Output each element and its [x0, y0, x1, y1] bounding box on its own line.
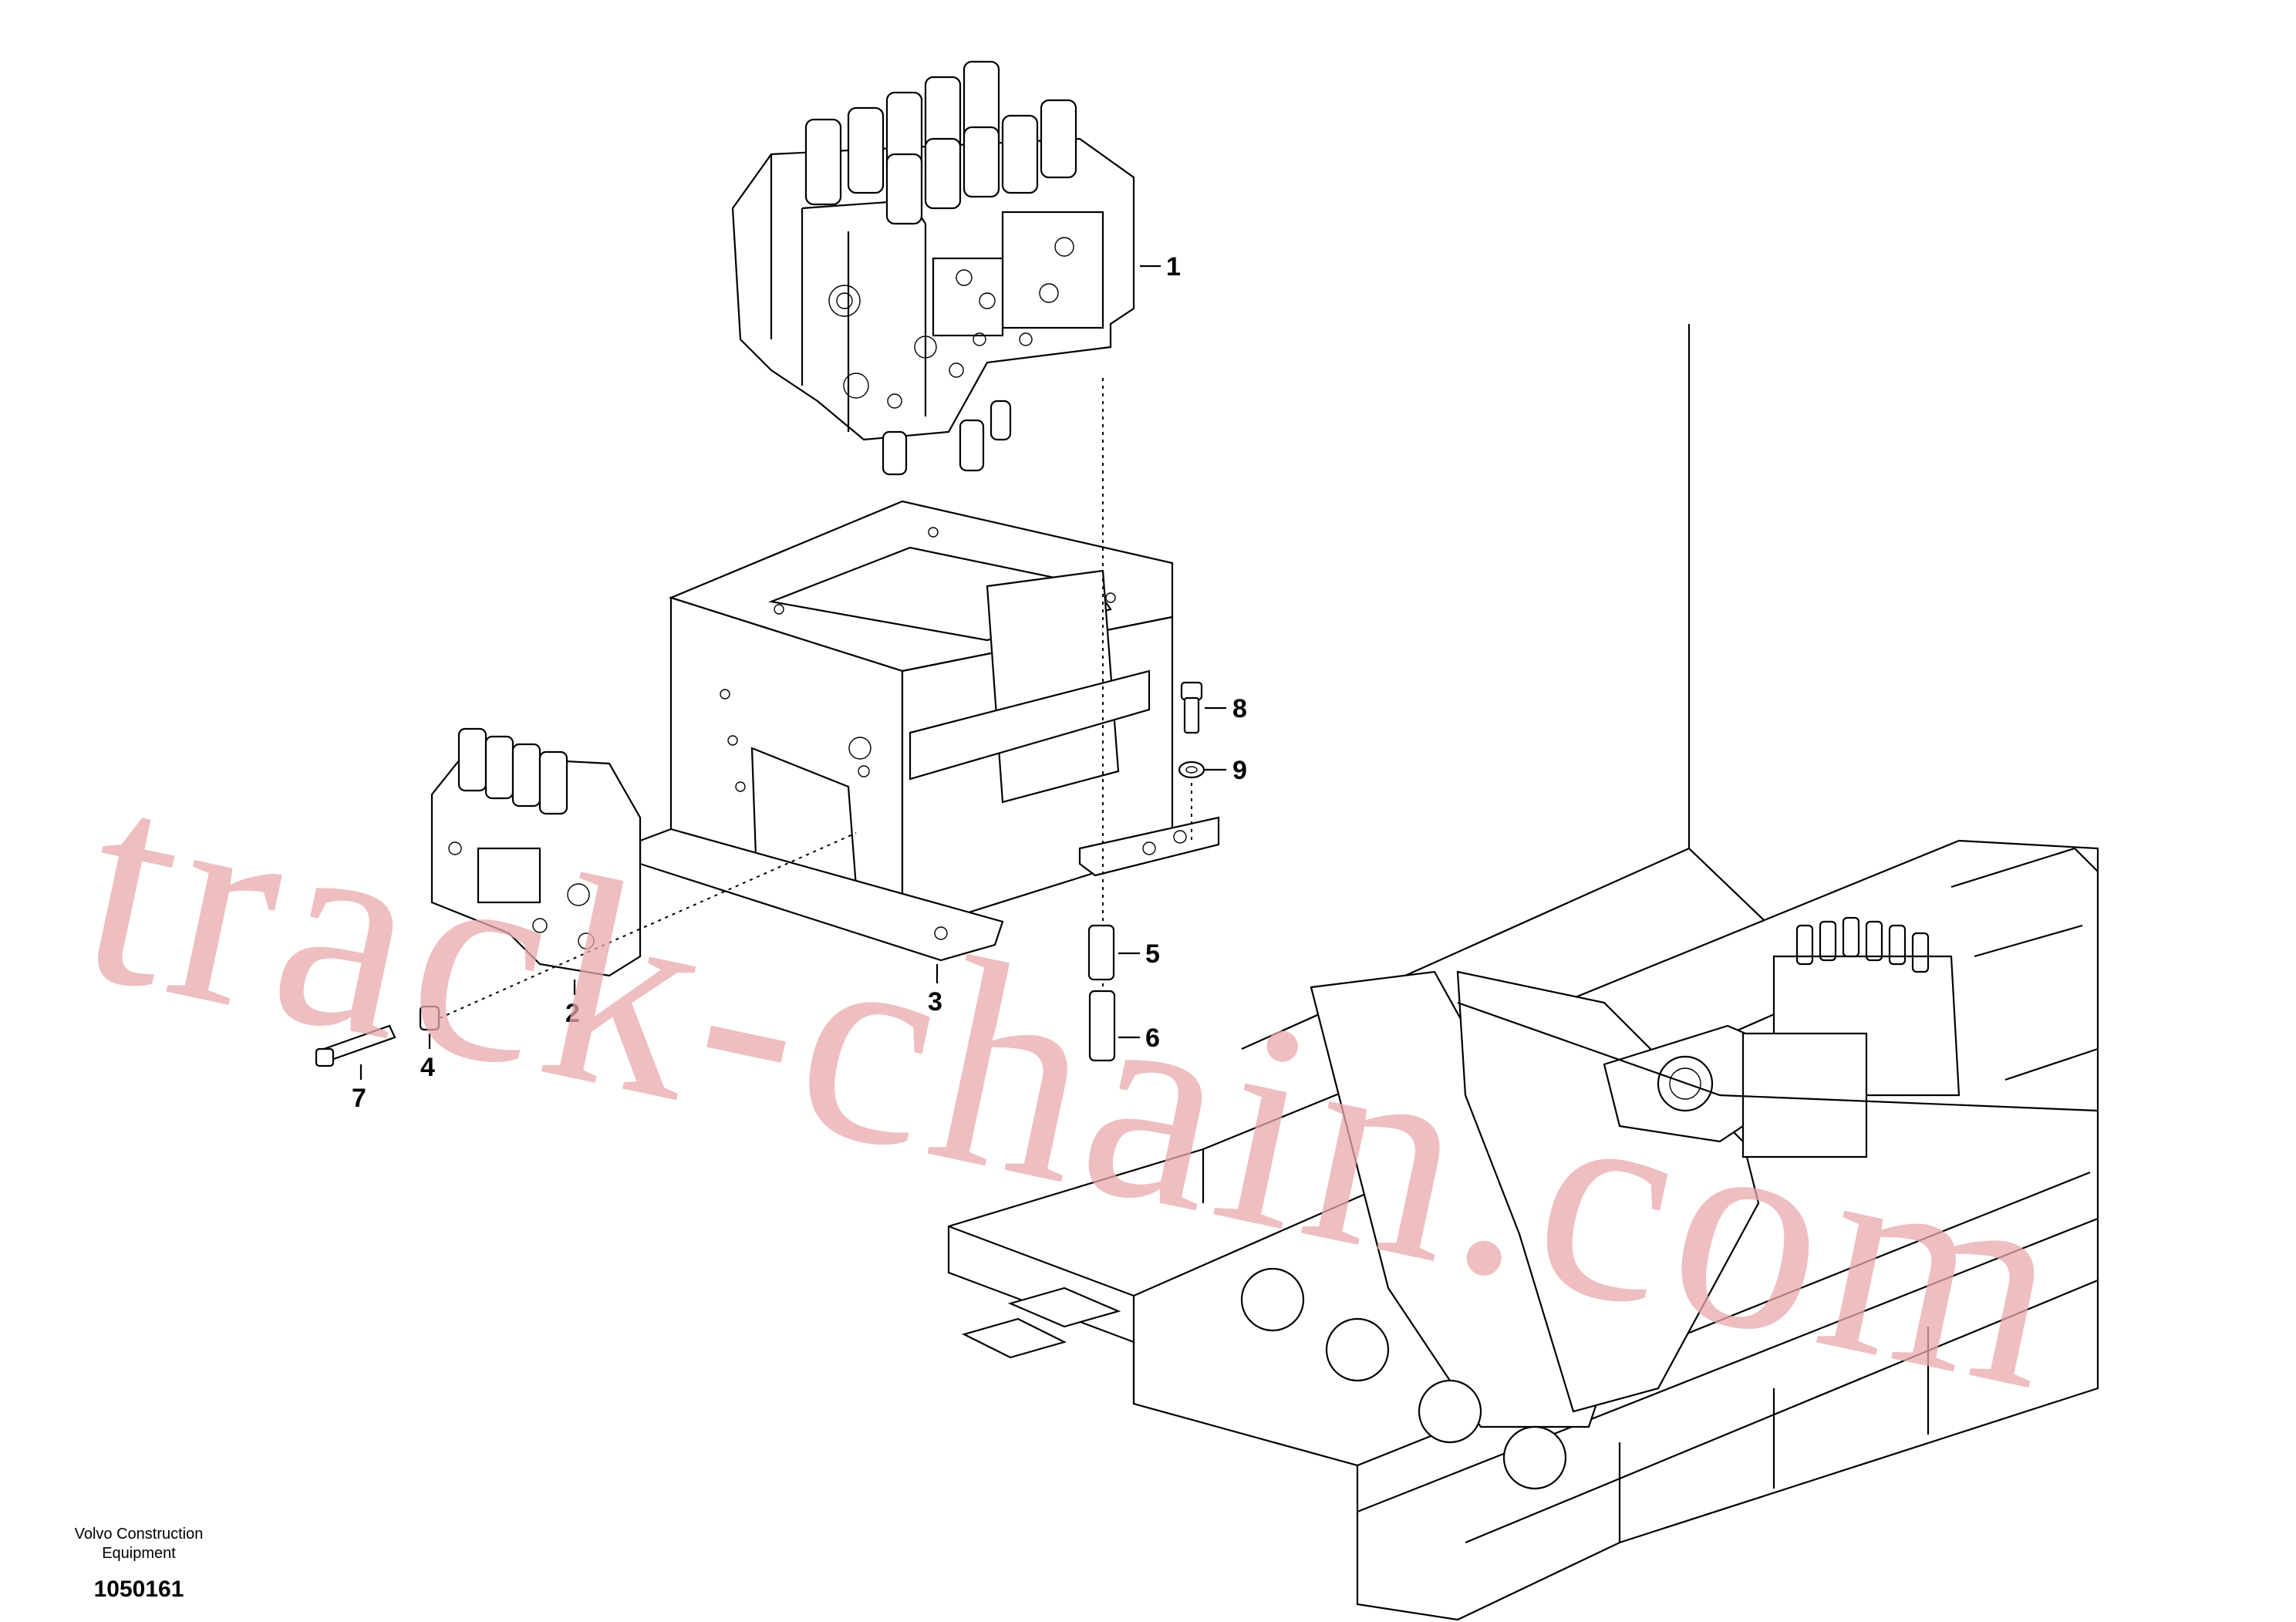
callout-1: 1 — [1140, 252, 1181, 282]
callout-5: 5 — [1118, 939, 1160, 969]
washer-icon — [1178, 760, 1205, 779]
svg-text:5: 5 — [1145, 939, 1160, 969]
control-valve-icon — [731, 60, 1135, 476]
callout-7: 7 — [352, 1064, 366, 1113]
svg-text:9: 9 — [1232, 756, 1247, 785]
svg-text:4: 4 — [420, 1053, 435, 1082]
footer: Volvo Construction Equipment 1050161 — [75, 1526, 204, 1602]
callout-2: 2 — [565, 980, 580, 1028]
spacer-icon — [419, 1005, 440, 1031]
pin-icon — [1088, 990, 1116, 1062]
svg-text:2: 2 — [565, 999, 580, 1028]
brand-line-1: Volvo Construction — [75, 1526, 204, 1543]
callout-6: 6 — [1118, 1023, 1160, 1053]
callout-4: 4 — [420, 1034, 435, 1082]
callout-8: 8 — [1205, 694, 1247, 723]
bolt-icon — [1180, 681, 1203, 734]
long-bolt-icon — [315, 1024, 396, 1067]
brand-line-2: Equipment — [102, 1545, 176, 1562]
upper-frame-icon — [947, 324, 2099, 1621]
svg-text:6: 6 — [1145, 1023, 1160, 1053]
auxiliary-valve-icon — [430, 727, 642, 977]
sleeve-icon — [1087, 924, 1115, 981]
mounting-bracket-icon — [639, 500, 1220, 962]
svg-text:1: 1 — [1166, 252, 1181, 282]
callout-3: 3 — [928, 964, 942, 1017]
svg-text:7: 7 — [352, 1084, 366, 1113]
drawing-number: 1050161 — [94, 1576, 184, 1602]
svg-text:3: 3 — [928, 987, 942, 1017]
svg-text:8: 8 — [1232, 694, 1247, 723]
callout-9: 9 — [1205, 756, 1247, 785]
